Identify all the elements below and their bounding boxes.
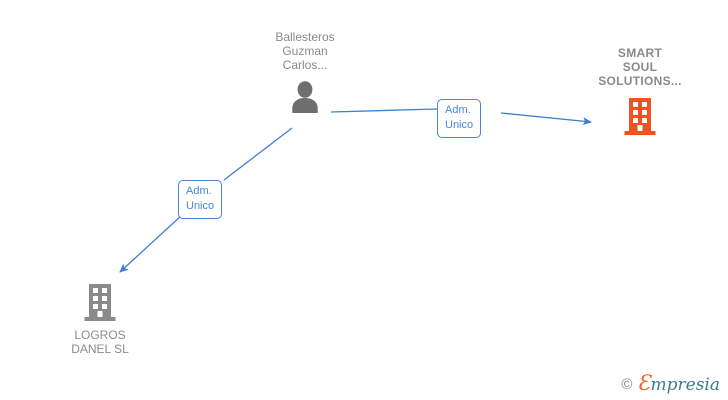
edge-person-to-smart-soul-arrow — [500, 112, 592, 126]
edge-person-to-smart-soul — [330, 108, 438, 113]
building-icon[interactable] — [35, 282, 165, 322]
node-company-right-label: SMART SOUL SOLUTIONS... — [598, 46, 682, 88]
brand-logo-text: Ɛmpresia — [637, 373, 721, 395]
person-icon[interactable] — [240, 79, 370, 113]
node-person-ballesteros-guzman-carlos[interactable]: Ballesteros Guzman Carlos... — [240, 30, 370, 113]
node-company-logros-danel-sl[interactable]: LOGROS DANEL SL — [35, 282, 165, 356]
building-icon[interactable] — [565, 96, 715, 136]
copyright-icon: © — [621, 376, 633, 393]
brand-rest: mpresia — [650, 375, 721, 395]
brand-initial: Ɛ — [637, 371, 651, 395]
node-company-left-label: LOGROS DANEL SL — [71, 328, 129, 356]
edge-label-adm-unico-left[interactable]: Adm. Unico — [178, 180, 223, 219]
watermark-empresia: © Ɛmpresia — [621, 373, 721, 395]
node-person-label: Ballesteros Guzman Carlos... — [275, 30, 335, 72]
node-company-smart-soul-solutions[interactable]: SMART SOUL SOLUTIONS... — [565, 46, 715, 136]
edge-person-to-logros-danel — [223, 127, 293, 181]
edge-label-adm-unico-right[interactable]: Adm. Unico — [437, 99, 482, 138]
edge-person-to-logros-danel-arrow — [119, 214, 183, 273]
